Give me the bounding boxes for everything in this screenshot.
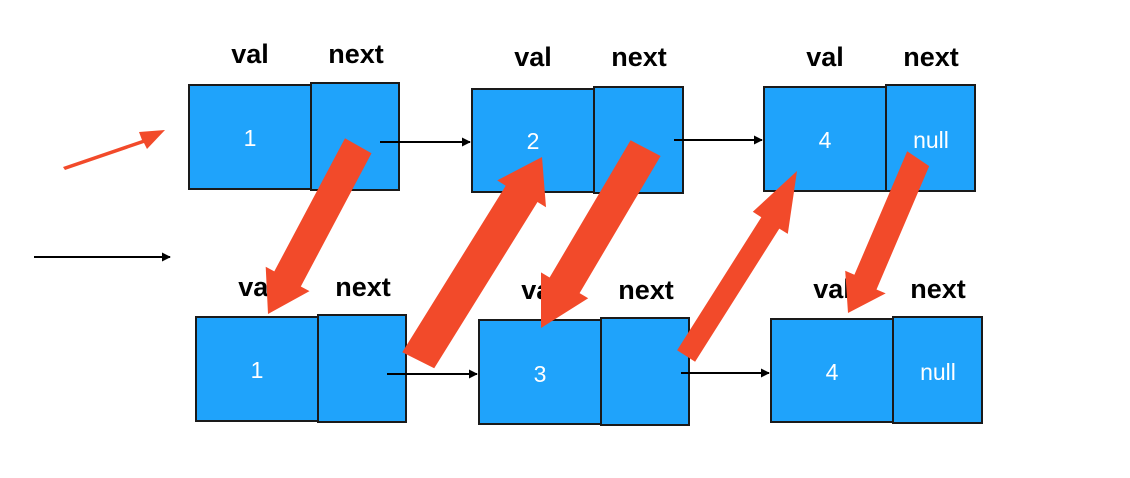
val-header: val bbox=[231, 39, 269, 69]
node-value: 1 bbox=[244, 125, 257, 151]
node-value: 4 bbox=[826, 359, 839, 385]
merge-arrow bbox=[265, 138, 372, 314]
merge-arrow bbox=[677, 171, 797, 362]
val-cell bbox=[763, 86, 887, 192]
list-top: val next 1 val next 2 val next 4 null bbox=[188, 39, 976, 194]
next-header: next bbox=[903, 42, 959, 72]
node-value: 3 bbox=[534, 361, 547, 387]
next-cell bbox=[892, 316, 983, 424]
val-cell bbox=[195, 316, 319, 422]
node-value: 1 bbox=[251, 357, 264, 383]
node-value: 4 bbox=[819, 127, 832, 153]
val-header: val bbox=[806, 42, 844, 72]
val-cell bbox=[770, 318, 894, 423]
next-cell bbox=[317, 314, 407, 423]
merge-arrow bbox=[402, 157, 546, 369]
next-header: next bbox=[328, 39, 384, 69]
node-next-value: null bbox=[913, 127, 949, 153]
val-cell bbox=[188, 84, 312, 190]
val-header: val bbox=[514, 42, 552, 72]
val-header: val bbox=[813, 274, 851, 304]
node-next-value: null bbox=[920, 359, 956, 385]
merge-arrow bbox=[845, 151, 930, 313]
next-header: next bbox=[611, 42, 667, 72]
next-header: next bbox=[910, 274, 966, 304]
list-node: val next 3 bbox=[478, 275, 690, 426]
list-node: val next 4 null bbox=[763, 42, 976, 192]
head-pointer-arrow-red bbox=[63, 130, 165, 170]
next-header: next bbox=[618, 275, 674, 305]
val-cell bbox=[478, 319, 602, 425]
next-header: next bbox=[335, 272, 391, 302]
merge-arrow bbox=[541, 140, 661, 328]
list-node: val next 1 bbox=[188, 39, 400, 191]
next-cell bbox=[600, 317, 690, 426]
node-value: 2 bbox=[527, 128, 540, 154]
list-node: val next 4 null bbox=[770, 274, 983, 424]
